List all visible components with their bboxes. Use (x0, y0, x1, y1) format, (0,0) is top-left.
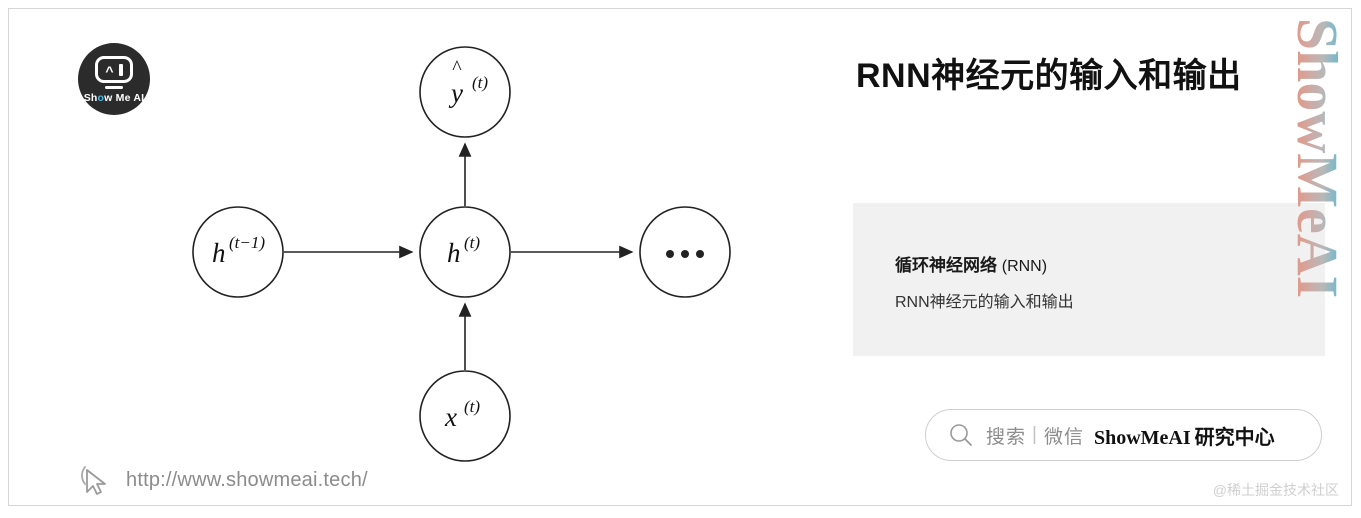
showmeai-logo: ^ Show Me AI (78, 43, 150, 115)
info-box-heading: 循环神经网络 (RNN) (895, 251, 1047, 276)
cursor-arrow-icon (78, 463, 112, 497)
node-label-h-prev-superscript: (t−1) (229, 233, 265, 252)
info-box-heading-light: (RNN) (1001, 258, 1048, 275)
robot-face-icon: ^ (95, 56, 133, 83)
rnn-cell-diagram: y ^ (t) h (t−1) h (t) (160, 30, 770, 470)
caret-eye-icon: ^ (105, 62, 114, 79)
search-brand-latin: ShowMeAI (1093, 426, 1191, 449)
footer-url-group[interactable]: http://www.showmeai.tech/ (78, 463, 368, 497)
logo-text: Show Me AI (84, 92, 145, 104)
node-y-hat: y ^ (t) (419, 46, 511, 138)
node-h-t: h (t) (419, 206, 511, 298)
search-channel: 微信 (1043, 426, 1084, 448)
node-label-h-t: h (447, 238, 461, 268)
node-label-h-prev: h (212, 238, 226, 268)
logo-stand (105, 86, 123, 89)
logo-text-dot: o (97, 92, 105, 104)
rnn-diagram-svg: y ^ (t) h (t−1) h (t) (192, 46, 731, 462)
page-title: RNN神经元的输入和输出 (856, 57, 1242, 95)
search-brand-cn: 研究中心 (1194, 426, 1275, 449)
node-x-t: x (t) (419, 370, 511, 462)
node-label-y-hat-accent: ^ (452, 57, 462, 79)
node-label-y: y (448, 78, 463, 108)
node-label-y-superscript: (t) (472, 73, 488, 92)
search-separator: | (1032, 424, 1038, 445)
info-box-subtitle: RNN神经元的输入和输出 (895, 294, 1074, 311)
bar-eye-icon (118, 63, 123, 76)
footer-url-text[interactable]: http://www.showmeai.tech/ (126, 468, 368, 491)
node-label-x-t-superscript: (t) (464, 397, 480, 416)
node-label-h-t-superscript: (t) (464, 233, 480, 252)
node-ellipsis (639, 206, 731, 298)
search-icon (948, 422, 974, 448)
logo-text-after: w Me AI (104, 92, 145, 104)
info-box-heading-bold: 循环神经网络 (895, 256, 997, 275)
logo-text-before: Sh (83, 92, 98, 104)
attribution-text: @稀土掘金技术社区 (1212, 482, 1339, 498)
search-placeholder: 搜索 (986, 426, 1027, 448)
node-h-prev: h (t−1) (192, 206, 284, 298)
node-label-x-t: x (444, 402, 457, 432)
info-box: 循环神经网络 (RNN) RNN神经元的输入和输出 (853, 203, 1325, 356)
